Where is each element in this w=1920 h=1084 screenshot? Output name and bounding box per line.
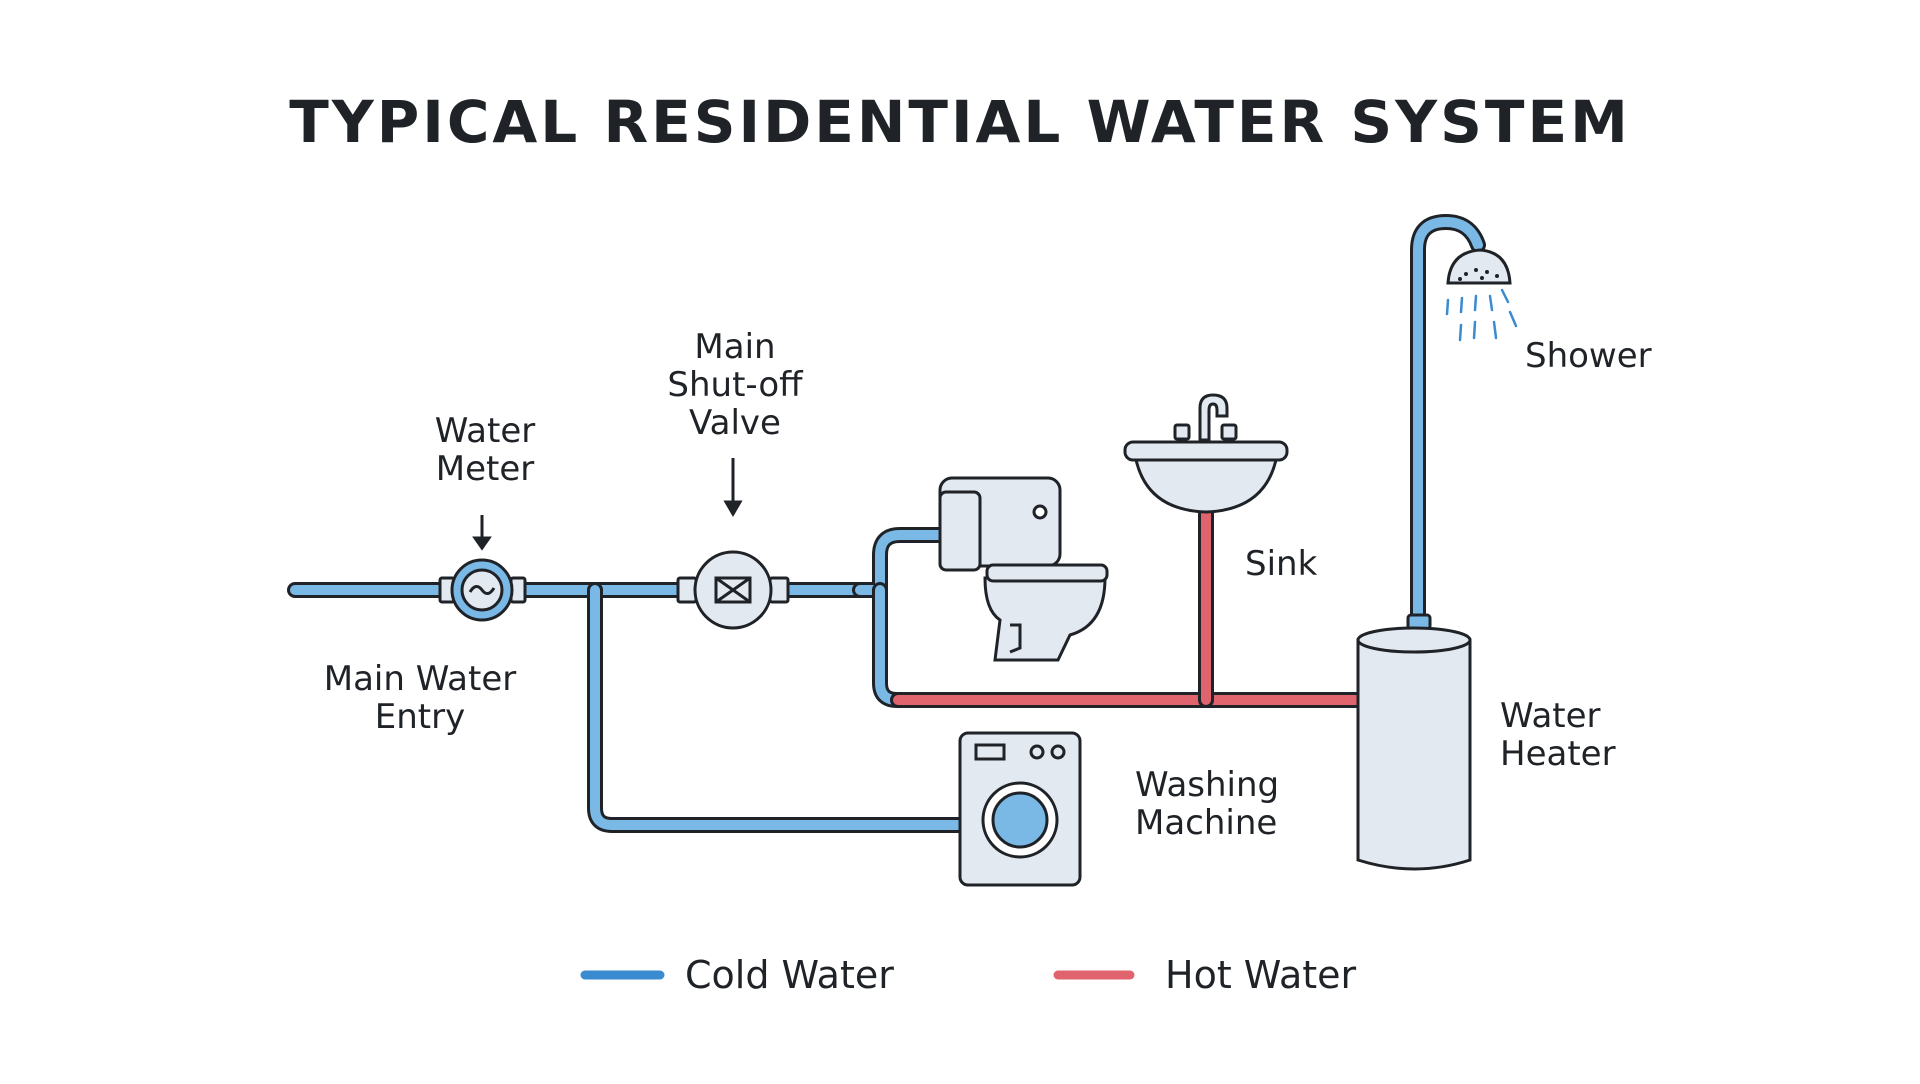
washing-machine-icon [958, 731, 1082, 887]
label-main-shutoff-valve: Main Shut-off Valve [667, 327, 803, 443]
legend-cold-label: Cold Water [685, 953, 894, 997]
legend-hot-label: Hot Water [1165, 953, 1357, 997]
diagram-title: TYPICAL RESIDENTIAL WATER SYSTEM [289, 88, 1631, 156]
shower-head-icon [1445, 248, 1518, 342]
water-heater-icon [1356, 613, 1472, 871]
sink-icon [1123, 393, 1289, 514]
toilet-icon [938, 476, 1109, 662]
water-meter-icon [438, 515, 527, 622]
label-main-water-entry: Main Water Entry [323, 659, 517, 737]
label-water-meter: Water Meter [434, 411, 536, 489]
shutoff-valve-icon [676, 458, 790, 630]
hot-water-pipes [890, 504, 1373, 708]
label-washing-machine: Washing Machine [1135, 765, 1280, 843]
label-sink: Sink [1245, 544, 1318, 584]
label-shower: Shower [1525, 336, 1652, 376]
cold-water-pipes [287, 214, 1486, 833]
label-water-heater: Water Heater [1500, 696, 1616, 774]
